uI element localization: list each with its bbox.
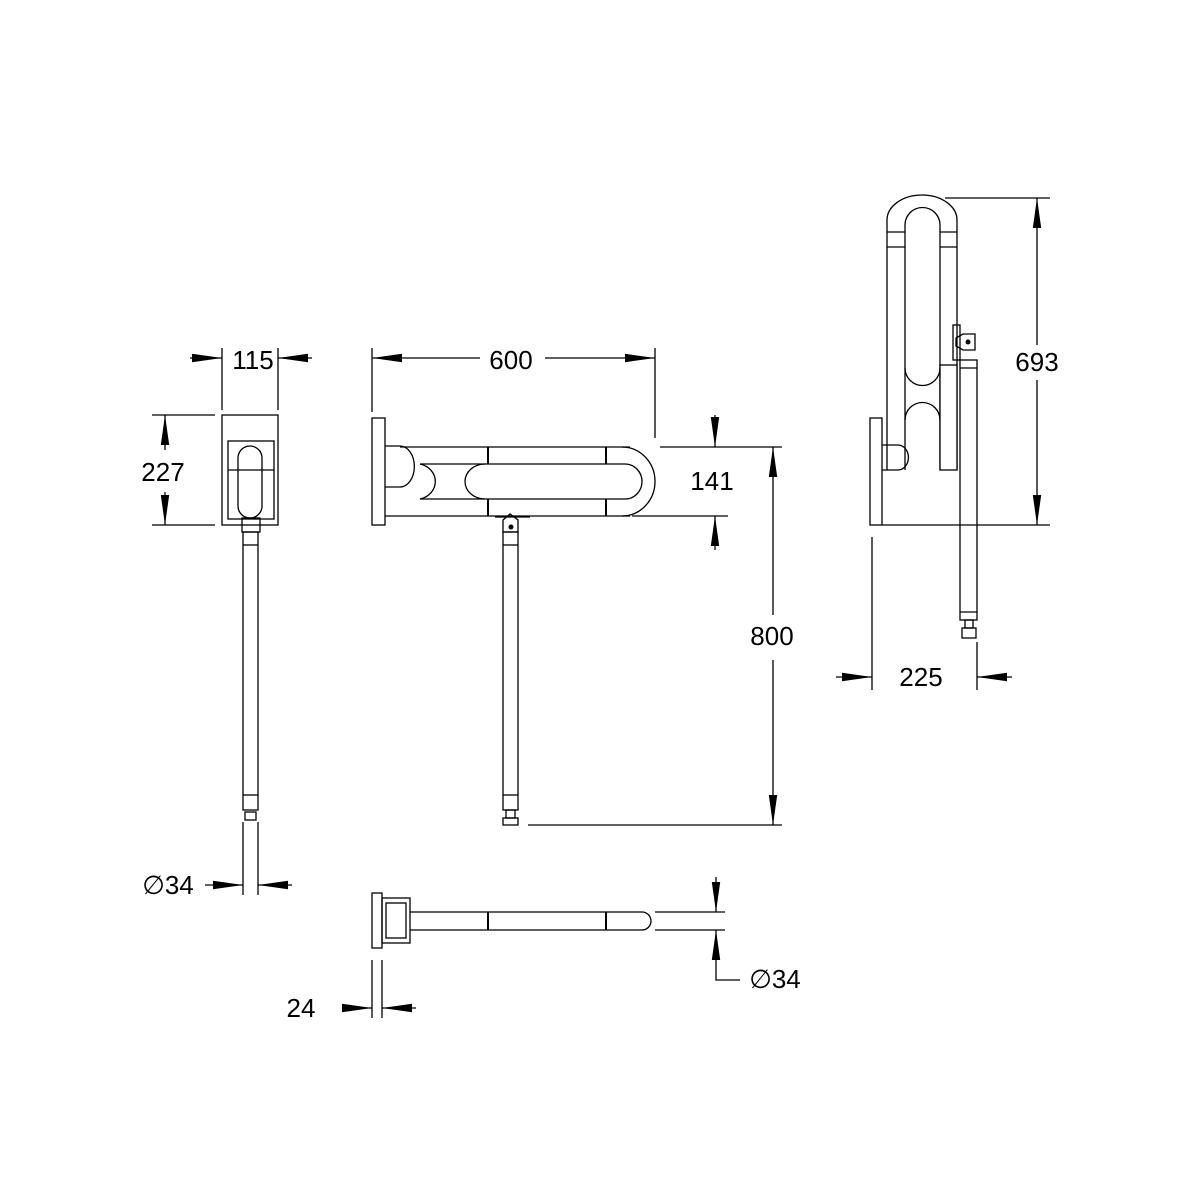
dim-bar-34 xyxy=(655,877,740,981)
dim-side-length: 600 xyxy=(489,345,532,375)
dim-600 xyxy=(371,348,656,438)
dim-bar-height: 141 xyxy=(690,466,733,496)
dim-pole-diameter: ∅34 xyxy=(142,870,194,900)
dim-front-width: 115 xyxy=(232,345,273,375)
dim-bar-diameter: ∅34 xyxy=(749,964,801,994)
dim-800 xyxy=(528,447,782,826)
dim-raised-height: 693 xyxy=(1015,347,1058,377)
front-view xyxy=(221,414,279,895)
dim-227 xyxy=(152,414,215,526)
dim-225 xyxy=(836,537,1012,690)
top-view xyxy=(371,892,652,949)
dim-plate-thickness: 24 xyxy=(287,993,316,1023)
dim-floor-height: 800 xyxy=(750,621,793,651)
raised-view xyxy=(869,194,978,639)
side-view xyxy=(371,417,656,826)
dim-24 xyxy=(342,960,416,1018)
dim-693 xyxy=(882,197,1050,526)
dim-141 xyxy=(632,415,782,550)
dim-115 xyxy=(190,348,312,410)
dim-raised-depth: 225 xyxy=(899,662,942,692)
dim-front-height: 227 xyxy=(141,457,184,487)
